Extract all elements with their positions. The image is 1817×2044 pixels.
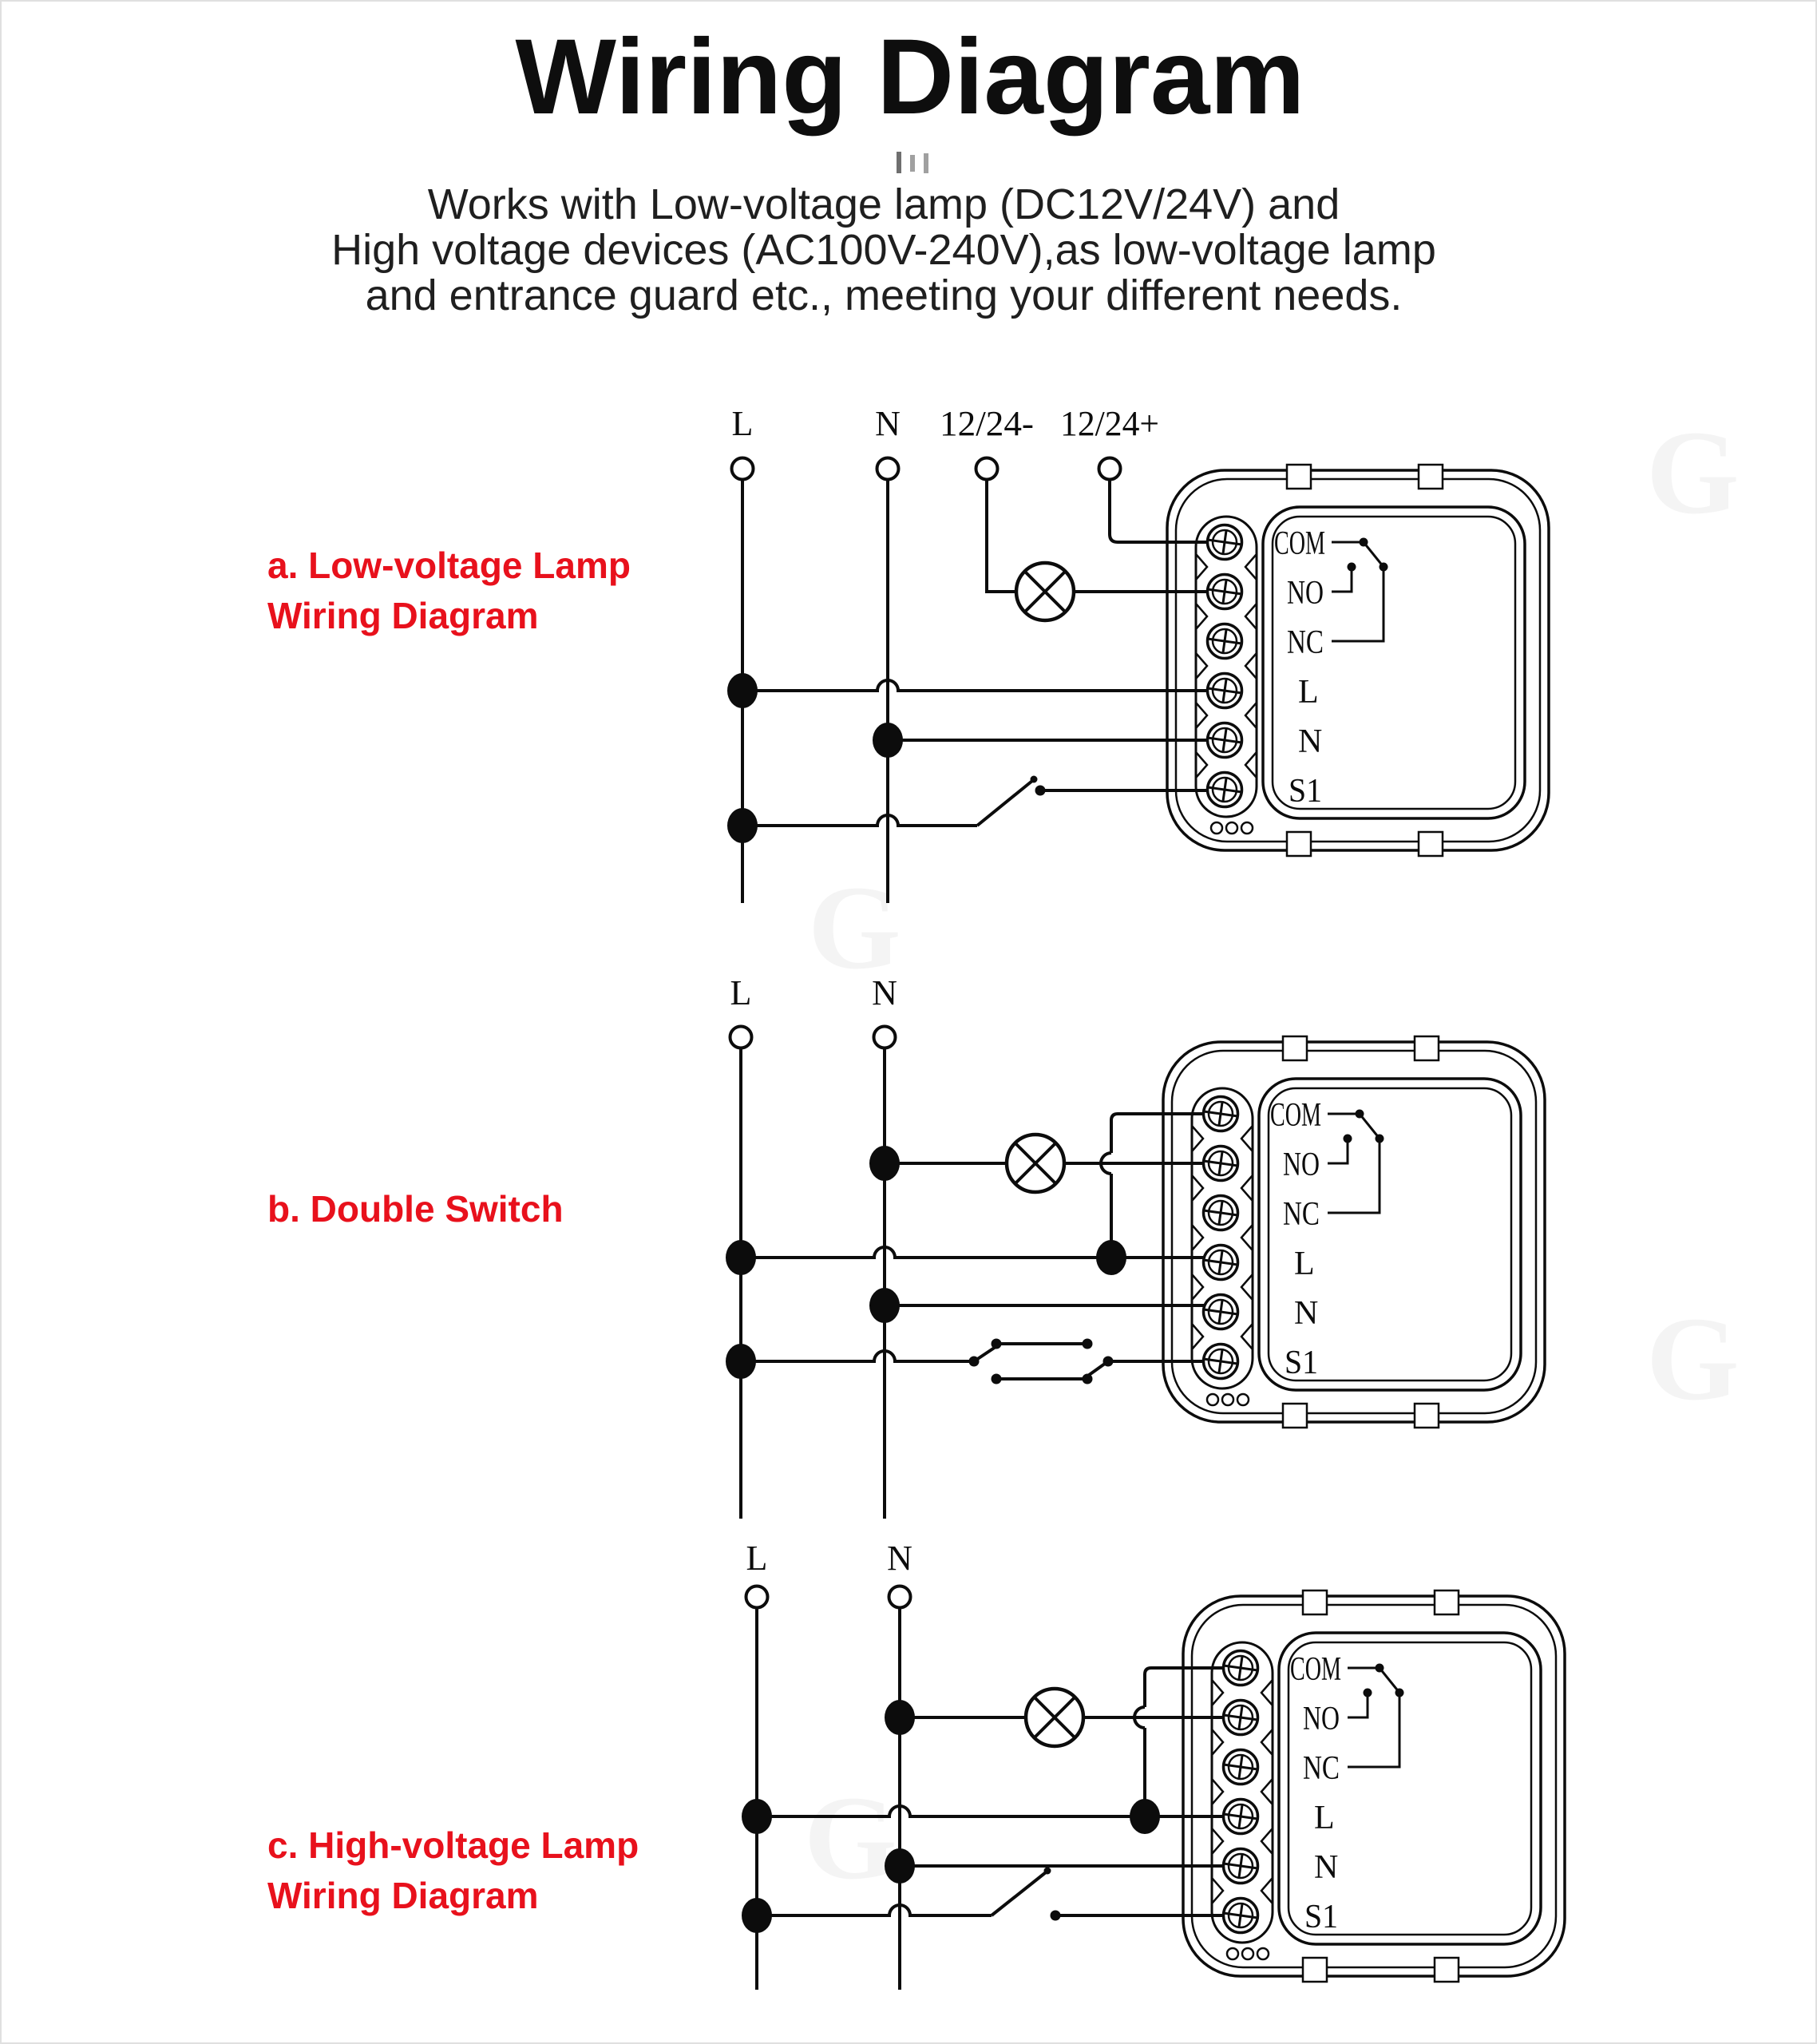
watermark: G	[1646, 1293, 1740, 1425]
junction-dot	[727, 673, 758, 708]
input-terminal-circle	[744, 1584, 770, 1610]
input-label-l: L	[746, 1539, 768, 1578]
double-switch-symbol	[968, 1338, 1114, 1384]
lamp-icon	[1014, 561, 1076, 623]
subtitle-line-3: and entrance guard etc., meeting your di…	[366, 271, 1403, 319]
input-terminal-circle	[872, 1024, 897, 1050]
lamp-icon	[1004, 1132, 1067, 1194]
switch-symbol	[1043, 1867, 1061, 1921]
watermark: G	[1646, 406, 1740, 539]
junction-dot	[742, 1898, 772, 1933]
input-label-12-24-plus: 12/24+	[1060, 404, 1159, 443]
watermark: G	[808, 862, 901, 994]
junction-dot	[873, 723, 903, 758]
wires-b	[739, 1048, 1221, 1519]
input-label-l: L	[732, 404, 754, 443]
input-label-n: N	[887, 1539, 912, 1578]
input-label-n: N	[872, 973, 897, 1012]
diagram-a-low-voltage-lamp: a. Low-voltage Lamp Wiring Diagram L N 1…	[267, 404, 1549, 903]
junction-dot	[727, 808, 758, 843]
input-terminal-circle	[728, 1024, 754, 1050]
switch-symbol	[1030, 775, 1046, 796]
input-terminal-circle	[1097, 456, 1122, 481]
wires-a	[741, 480, 1225, 903]
junction-dot	[726, 1344, 756, 1379]
input-terminal-circle	[875, 456, 901, 481]
input-label-l: L	[730, 973, 752, 1012]
section-a-label-line1: a. Low-voltage Lamp	[267, 545, 631, 586]
junction-dot	[885, 1848, 915, 1884]
input-terminal-circle	[887, 1584, 912, 1610]
input-label-12-24-minus: 12/24-	[940, 404, 1034, 443]
page-title: Wiring Diagram	[515, 18, 1304, 137]
junction-dot	[869, 1288, 900, 1323]
input-label-n: N	[875, 404, 901, 443]
header: Wiring Diagram Works with Low-voltage la…	[331, 18, 1436, 319]
lamp-icon	[1023, 1686, 1086, 1749]
junction-dot	[885, 1700, 915, 1735]
junction-dot	[869, 1146, 900, 1181]
section-a-label-line2: Wiring Diagram	[267, 595, 539, 636]
junction-dot	[726, 1240, 756, 1275]
title-divider-icon	[897, 152, 928, 173]
section-b-label-line1: b. Double Switch	[267, 1188, 564, 1230]
section-c-label-line1: c. High-voltage Lamp	[267, 1824, 639, 1866]
section-c-label-line2: Wiring Diagram	[267, 1875, 539, 1916]
diagram-b-double-switch: b. Double Switch L N	[267, 973, 1545, 1519]
subtitle-line-2: High voltage devices (AC100V-240V),as lo…	[331, 226, 1436, 274]
junction-dot	[1096, 1240, 1126, 1275]
junction-dot	[1130, 1799, 1160, 1834]
junction-dot	[742, 1799, 772, 1834]
watermark: G	[804, 1772, 897, 1904]
input-terminal-circle	[974, 456, 1000, 481]
subtitle-line-1: Works with Low-voltage lamp (DC12V/24V) …	[428, 180, 1340, 228]
input-terminal-circle	[730, 456, 755, 481]
diagram-c-high-voltage-lamp: c. High-voltage Lamp Wiring Diagram L N	[267, 1539, 1565, 1990]
